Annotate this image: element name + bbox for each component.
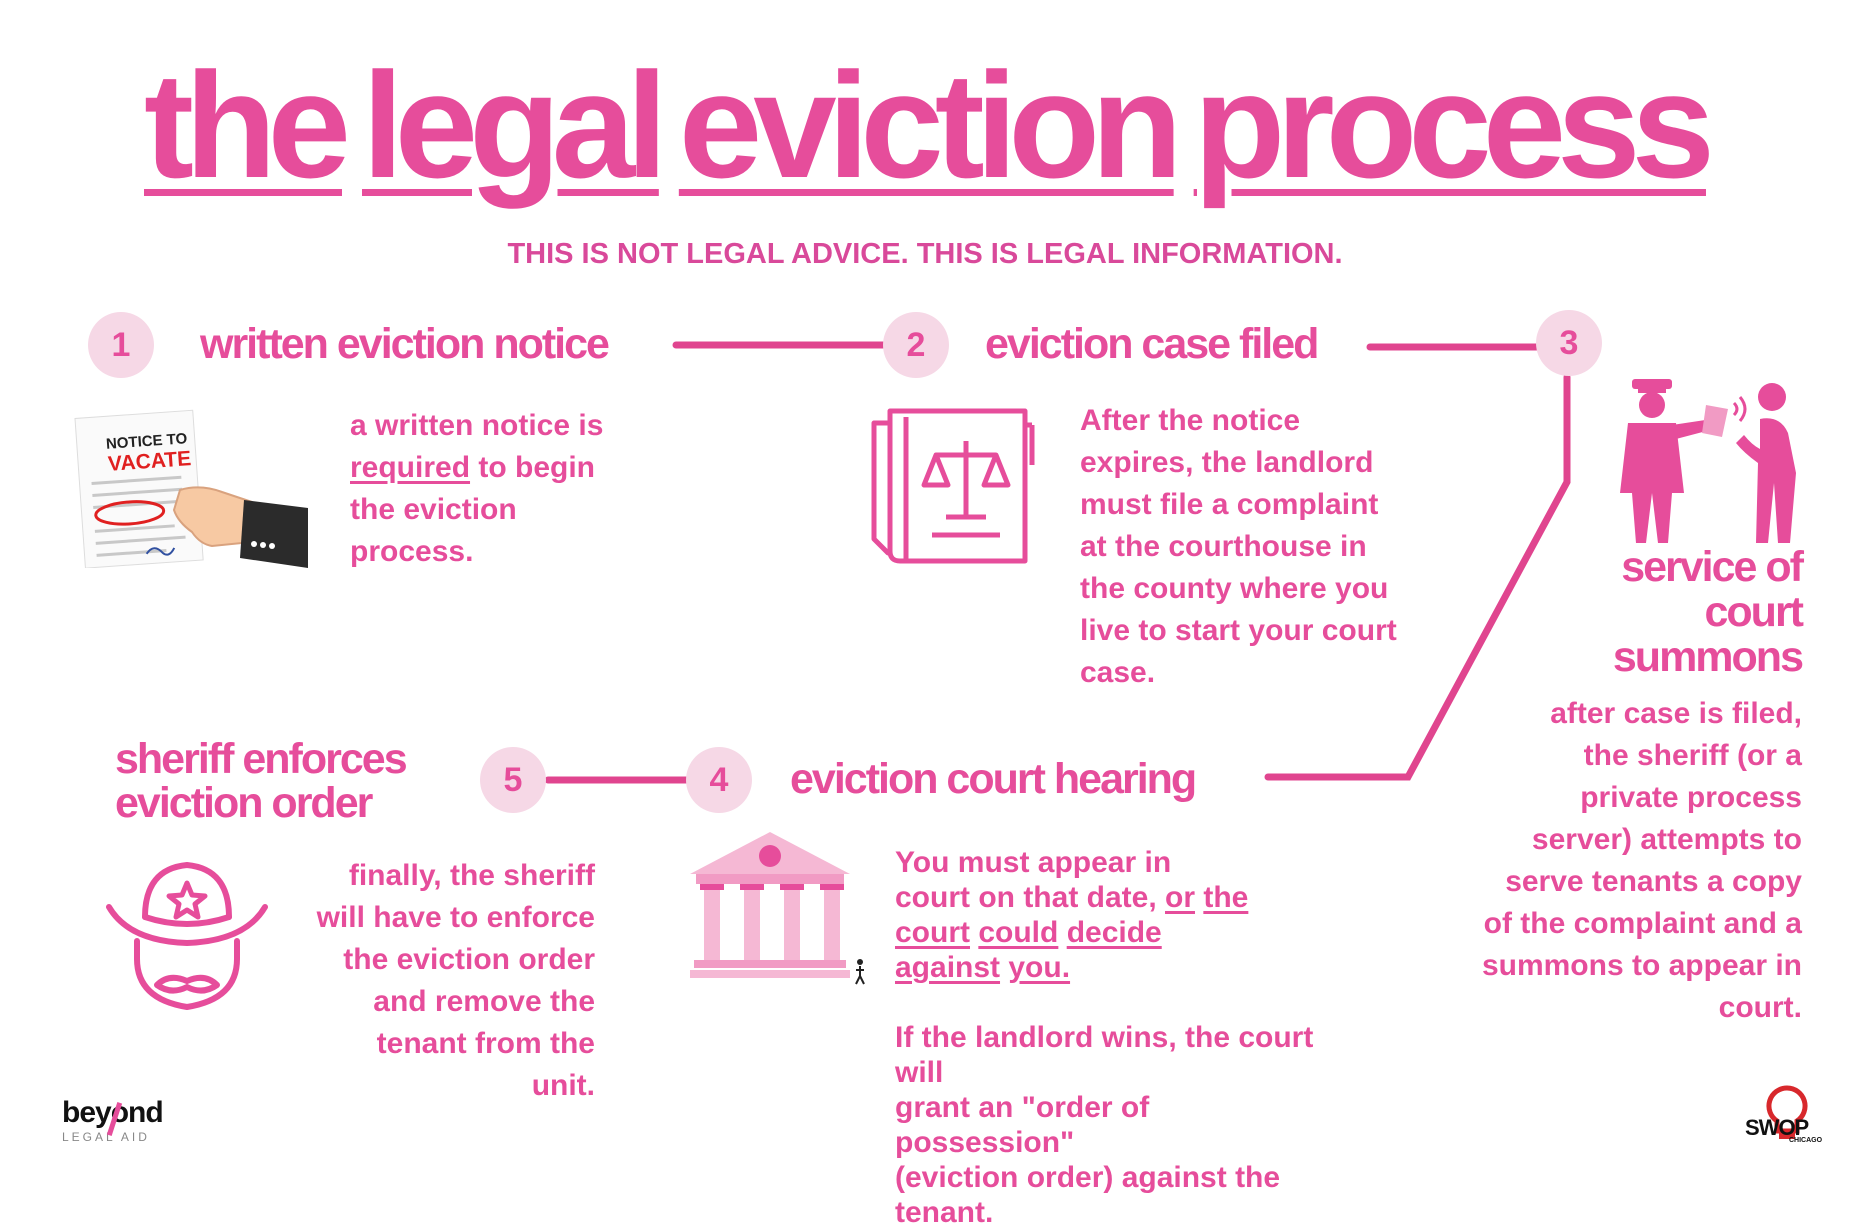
step-3-line-1: after case is filed, <box>1550 697 1802 730</box>
title-word-legal: legal <box>362 41 668 209</box>
step-4-word-you: you. <box>1008 951 1071 984</box>
step-4-word-decide: decide <box>1066 916 1162 949</box>
step-4-line-4: against you. <box>895 950 1315 985</box>
step-2-line-5: the county where you <box>1080 572 1389 605</box>
swop-logo-text: SWOP <box>1745 1115 1809 1140</box>
step-4-word-or: or <box>1165 881 1195 914</box>
step-5-line-1: finally, the sheriff <box>348 859 595 892</box>
step-1-badge: 1 <box>88 312 154 378</box>
step-4-line-3: court could decide <box>895 915 1315 950</box>
step-3-heading-line-2: court <box>1704 588 1805 636</box>
title-word-process: process <box>1193 41 1715 209</box>
required-emphasis: required <box>350 451 471 484</box>
step-4-word-could: could <box>978 916 1059 949</box>
step-2-text: After the notice expires, the landlord m… <box>1080 400 1440 694</box>
title-word-the: the <box>144 41 351 209</box>
swop-bulb-icon <box>1766 1085 1808 1139</box>
step-4-word-court: court <box>895 916 970 949</box>
step-3-line-3: private process <box>1580 781 1802 814</box>
step-3-heading-line-1: service of <box>1621 543 1804 591</box>
step-4-line-1: You must appear in <box>895 846 1172 879</box>
step-2-line-6: live to start your court <box>1080 614 1397 647</box>
step-1-line-1: a written notice is <box>350 409 604 442</box>
step-5-text: finally, the sheriff will have to enforc… <box>270 855 595 1107</box>
step-4-para2-line-1: If the landlord wins, the court will <box>895 1021 1314 1089</box>
step-3-heading: service of court summons <box>1500 543 1805 681</box>
step-5-badge: 5 <box>480 747 546 813</box>
step-2-line-3: must file a complaint <box>1080 488 1379 521</box>
title-word-eviction: eviction <box>678 41 1183 209</box>
step-5-line-2: will have to enforce <box>316 901 595 934</box>
step-1-line-4: process. <box>350 535 474 568</box>
law-book-icon <box>871 408 1035 564</box>
swop-logo-subtext: CHICAGO <box>1789 1137 1823 1144</box>
step-3-line-4: server) attempts to <box>1531 823 1802 856</box>
step-2-line-2: expires, the landlord <box>1080 446 1374 479</box>
step-1-heading: written eviction notice <box>200 320 610 368</box>
step-5-heading-line-2: eviction order <box>115 779 373 827</box>
step-3-line-2: the sheriff (or a <box>1583 739 1802 772</box>
process-connectors <box>544 341 1571 784</box>
step-5-line-3: the eviction order <box>343 943 595 976</box>
step-2-line-1: After the notice <box>1080 404 1301 437</box>
step-5-heading: sheriff enforces eviction order <box>115 735 408 827</box>
step-1-text: a written notice is required to begin th… <box>350 405 670 573</box>
step-5-line-4: and remove the <box>373 985 595 1018</box>
step-3-text: after case is filed, the sheriff (or a p… <box>1420 693 1802 1029</box>
step-3-line-7: summons to appear in <box>1481 949 1802 982</box>
beyond-logo-text: beyond <box>62 1096 164 1129</box>
step-5-line-6: unit. <box>531 1069 595 1102</box>
step-4-line-2: court on that date, or the <box>895 880 1315 915</box>
connector-3-4 <box>1264 373 1571 781</box>
step-2-line-4: at the courthouse in <box>1080 530 1367 563</box>
step-5-heading-line-1: sheriff enforces <box>115 735 408 783</box>
step-3-line-5: serve tenants a copy <box>1505 865 1802 898</box>
courthouse-icon <box>690 832 865 985</box>
step-1-line-2-rest: to begin <box>470 451 596 484</box>
server-serving-papers-icon <box>1620 379 1796 543</box>
disclaimer: THIS IS NOT LEGAL ADVICE. THIS IS LEGAL … <box>507 238 1343 270</box>
sheriff-hat-icon <box>106 862 268 1010</box>
step-2-badge: 2 <box>883 312 949 378</box>
step-3-line-8: court. <box>1718 991 1802 1024</box>
step-1-line-3: the eviction <box>350 493 517 526</box>
step-4-para2-line-2: grant an "order of possession" <box>895 1091 1150 1159</box>
step-2-line-7: case. <box>1080 656 1156 689</box>
step-3-heading-line-3: summons <box>1612 633 1804 681</box>
step-2-heading: eviction case filed <box>985 320 1319 368</box>
beyond-legal-aid-logo: beyond LEGAL AID <box>62 1098 182 1158</box>
step-4-para2-line-3: (eviction order) against the tenant. <box>895 1161 1281 1229</box>
step-5-line-5: tenant from the <box>376 1027 595 1060</box>
beyond-logo-subtext: LEGAL AID <box>62 1130 150 1144</box>
step-3-badge: 3 <box>1536 310 1602 376</box>
step-4-badge: 4 <box>686 747 752 813</box>
step-4-line-2-start: court on that date, <box>895 881 1165 914</box>
step-3-line-6: of the complaint and a <box>1483 907 1802 940</box>
step-4-word-against: against <box>895 951 1001 984</box>
step-4-text: You must appear in court on that date, o… <box>895 845 1315 1230</box>
step-4-heading: eviction court hearing <box>790 755 1197 803</box>
step-4-word-the: the <box>1203 881 1249 914</box>
swop-chicago-logo: SWOP CHICAGO <box>1745 1085 1825 1155</box>
notice-to-vacate-icon: NOTICE TO VACATE <box>72 408 312 569</box>
step-1-line-2: required to begin <box>350 447 670 489</box>
